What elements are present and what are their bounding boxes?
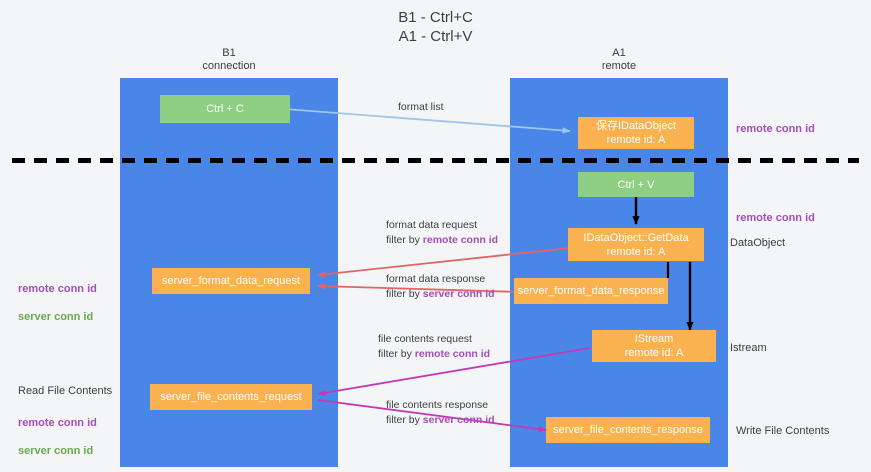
annotation-left-conn-ids-bottom: remote conn id server conn id <box>18 402 97 472</box>
edge-label-format-data-request: format data request filter by remote con… <box>386 218 498 248</box>
annotation-left-server-conn-id-2: server conn id <box>18 445 94 457</box>
filter-key-remote-conn-id: remote conn id <box>414 348 491 360</box>
annotation-left-server-conn-id: server conn id <box>18 311 94 323</box>
node-save-idataobject[interactable]: 保存IDataObject remote id: A <box>578 117 694 149</box>
filter-key-remote-conn-id: remote conn id <box>422 234 499 246</box>
edge-label-file-contents-response: file contents response filter by server … <box>386 398 495 428</box>
edge-label-format-data-response-filter: filter by server conn id <box>386 287 495 302</box>
node-server-format-data-request[interactable]: server_format_data_request <box>152 268 310 294</box>
edge-label-file-contents-request: file contents request filter by remote c… <box>378 332 490 362</box>
edge-label-file-contents-request-filter: filter by remote conn id <box>378 347 490 362</box>
filter-key-server-conn-id: server conn id <box>422 288 495 300</box>
edge-label-format-data-request-filter: filter by remote conn id <box>386 233 498 248</box>
swimlane-header-a1: A1 remote <box>601 47 637 72</box>
edge-label-file-contents-response-text: file contents response <box>386 399 489 411</box>
phase-divider <box>12 158 859 163</box>
swimlane-header-b1: B1 connection <box>202 47 256 72</box>
edge-label-file-contents-request-text: file contents request <box>378 333 472 345</box>
annotation-left-read-file-contents: Read File Contents <box>18 385 113 397</box>
annotation-left-remote-conn-id: remote conn id <box>18 283 97 295</box>
edge-label-format-data-request-text: format data request <box>386 219 478 231</box>
filter-key-server-conn-id: server conn id <box>422 414 495 426</box>
node-server-file-contents-response[interactable]: server_file_contents_response <box>546 417 710 443</box>
node-server-file-contents-request[interactable]: server_file_contents_request <box>150 384 312 410</box>
annotation-right-remote-conn-id-top: remote conn id <box>736 123 815 135</box>
annotation-left-conn-ids-top: remote conn id server conn id <box>18 268 97 338</box>
edge-label-format-data-response-text: format data response <box>386 273 486 285</box>
node-ctrl-c[interactable]: Ctrl + C <box>160 95 290 123</box>
annotation-right-remote-conn-id-mid: remote conn id <box>736 212 815 224</box>
annotation-right-dataobject: DataObject <box>730 237 786 249</box>
page-title: B1 - Ctrl+C A1 - Ctrl+V <box>398 9 473 45</box>
filter-prefix: filter by <box>378 348 415 360</box>
node-idataobject-getdata[interactable]: IDataObject::GetData remote id: A <box>568 228 704 261</box>
filter-prefix: filter by <box>386 234 423 246</box>
annotation-right-istream: Istream <box>730 342 767 354</box>
edge-label-format-list: format list <box>398 101 444 113</box>
node-istream[interactable]: IStream remote id: A <box>592 330 716 362</box>
node-ctrl-v[interactable]: Ctrl + V <box>578 172 694 197</box>
annotation-right-write-file-contents: Write File Contents <box>736 425 830 437</box>
annotation-left-remote-conn-id-2: remote conn id <box>18 417 97 429</box>
node-server-format-data-response[interactable]: server_format_data_response <box>514 278 668 304</box>
filter-prefix: filter by <box>386 414 423 426</box>
edge-label-format-data-response: format data response filter by server co… <box>386 272 495 302</box>
edge-label-file-contents-response-filter: filter by server conn id <box>386 413 495 428</box>
filter-prefix: filter by <box>386 288 423 300</box>
